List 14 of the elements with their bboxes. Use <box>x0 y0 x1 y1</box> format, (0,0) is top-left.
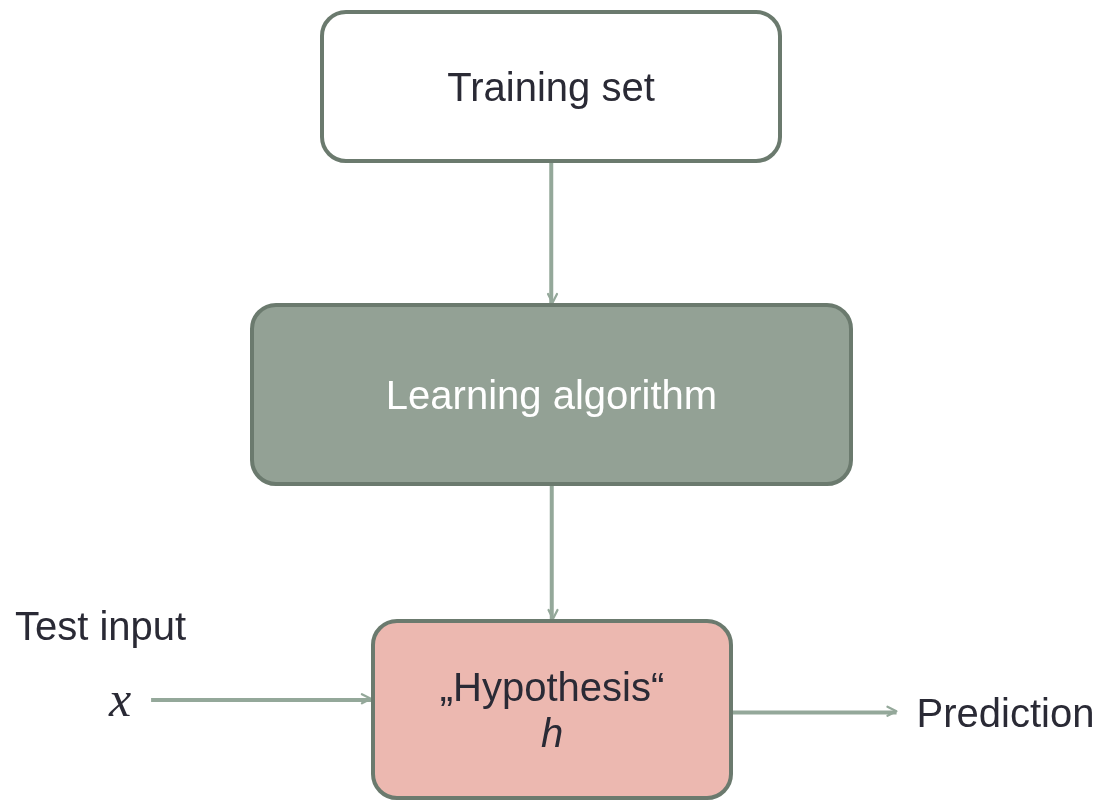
variable-label: x <box>108 671 132 729</box>
arrow <box>733 706 898 717</box>
input-box <box>320 10 782 163</box>
symbol-label: h <box>540 709 564 756</box>
output-box <box>371 619 733 800</box>
box-label: Training set <box>447 63 655 110</box>
process-box <box>250 303 853 486</box>
box-label: „Hypothesis“ <box>439 663 665 710</box>
caption-label: Test input <box>15 604 187 649</box>
arrow <box>547 163 558 304</box>
arrow <box>151 693 372 704</box>
arrow <box>547 486 559 620</box>
box-label: Learning algorithm <box>385 371 718 418</box>
output-label: Prediction <box>916 689 1095 736</box>
